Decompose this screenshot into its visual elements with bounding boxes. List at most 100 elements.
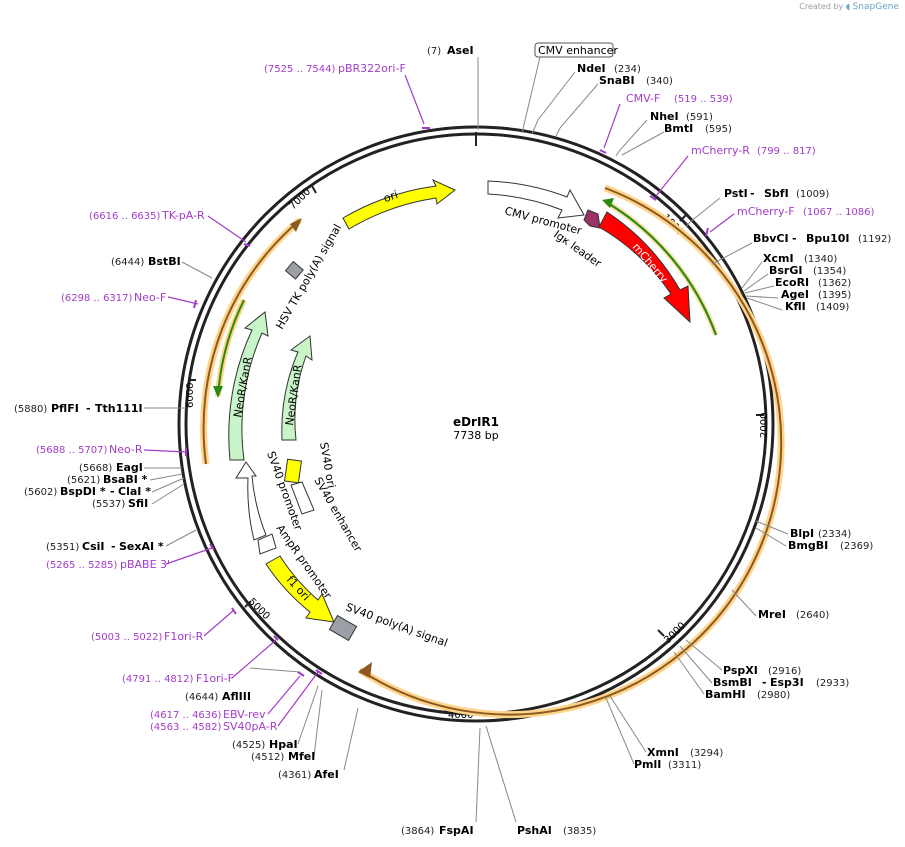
- svg-text:-: -: [86, 402, 91, 415]
- cds-outer-arrowhead: [358, 662, 372, 678]
- enzyme-pos: (595): [705, 124, 732, 135]
- enzyme-name: BsmBI: [713, 676, 752, 689]
- tick-mark-3000: [657, 629, 665, 637]
- primer-labels: (7525 .. 7544) pBR322ori-F CMV-F (519 ..…: [36, 62, 875, 733]
- primer-name: mCherry-F: [737, 205, 795, 218]
- mcherry-r-line: [655, 155, 689, 197]
- enzyme-name-2: Bpu10I: [806, 232, 850, 245]
- ageI-line: [745, 295, 779, 299]
- enzyme-pos: (1395): [818, 290, 851, 301]
- neo-f-mark: [193, 299, 197, 309]
- enzyme-pos: (6444): [111, 257, 144, 268]
- tick-label-2000: 2000: [759, 413, 770, 438]
- enzyme-pos: (7): [427, 46, 441, 57]
- pbabe3-line: [165, 547, 213, 565]
- enzyme-pos: (4512): [251, 752, 284, 763]
- igk-leader-feature: [583, 209, 601, 229]
- bspDI-line: [151, 477, 185, 493]
- f1ori-r-line: [203, 609, 235, 637]
- blpI-line: [755, 520, 789, 535]
- enzyme-pos: (3294): [690, 748, 723, 759]
- bamHI-line: [673, 651, 705, 695]
- nheI-line: [615, 119, 648, 157]
- enzyme-name: PshAI: [517, 824, 552, 837]
- sv40pa-r-line: [277, 671, 319, 727]
- enzyme-name: SnaBI: [599, 74, 635, 87]
- f1ori-f-mark: [273, 635, 279, 641]
- enzyme-name: EagI: [116, 461, 143, 474]
- aflIII-line: [249, 667, 301, 673]
- enzyme-name: NheI: [650, 110, 679, 123]
- svg-text:-: -: [110, 485, 115, 498]
- bstBI-line: [181, 261, 213, 279]
- ebv-rev-line: [267, 675, 301, 715]
- ecoRI-line: [744, 285, 775, 294]
- enzyme-pos: (5602): [24, 487, 57, 498]
- snapgene-logo-icon: ◖: [845, 2, 851, 11]
- enzyme-name: BsrGI: [769, 264, 802, 277]
- svg-text:-: -: [792, 232, 797, 245]
- cmv-enhancer-label-box: [534, 42, 614, 58]
- sv40-promoter-feature: [235, 461, 267, 541]
- ebv-rev-mark: [297, 671, 305, 677]
- svg-text:-: -: [762, 676, 767, 689]
- plasmid-name: eDrIR1: [453, 415, 499, 429]
- enzyme-name: KflI: [785, 300, 806, 313]
- tk-pa-r-mark: [243, 243, 251, 247]
- tk-pa-r-line: [207, 215, 247, 243]
- pbr322ori-f-line: [404, 74, 425, 125]
- primer-leader-lines: [143, 74, 735, 727]
- primer-range: (5003 .. 5022): [91, 632, 163, 643]
- bsrGI-line: [743, 273, 769, 292]
- primer-name: Neo-R: [109, 443, 143, 456]
- pshAI-line: [485, 725, 517, 823]
- enzyme-name: XcmI: [763, 252, 794, 265]
- mreI-line: [731, 589, 757, 617]
- cds-outer-arc-left-line: [202, 219, 301, 465]
- left-arc-arrowhead: [290, 218, 302, 232]
- bsaBI-line: [149, 473, 183, 481]
- pstI-line: [685, 197, 721, 228]
- enzyme-name: BmgBI: [788, 539, 828, 552]
- enzyme-name: BspDI *: [60, 485, 106, 498]
- afeI-line: [343, 707, 359, 771]
- primer-range: (4563 .. 4582): [150, 722, 222, 733]
- neo-kanr-feature-1: [228, 311, 269, 461]
- enzyme-name: FspAI: [439, 824, 474, 837]
- neo-r-line: [143, 449, 187, 453]
- primer-range: (7525 .. 7544): [264, 64, 336, 75]
- cmv-enhancer-leader: [521, 56, 541, 134]
- enzyme-name: BsaBI *: [103, 473, 148, 486]
- enzyme-name-2: Tth111I: [95, 402, 143, 415]
- primer-name: pBABE 3': [120, 558, 170, 571]
- sv40pa-r-mark: [315, 669, 323, 675]
- enzyme-name: NdeI: [577, 62, 606, 75]
- f1ori-r-mark: [231, 607, 237, 615]
- enzyme-pos: (2640): [796, 610, 829, 621]
- enzyme-pos: (4525): [232, 740, 265, 751]
- cds-outer-arc-right-line: [359, 187, 783, 716]
- primer-marks: [185, 127, 709, 677]
- bmtI-line: [621, 131, 665, 156]
- enzyme-pos: (3864): [401, 826, 434, 837]
- enzyme-pos: (5351): [46, 542, 79, 553]
- enzyme-name: AseI: [447, 44, 474, 57]
- enzyme-name: BbvCI: [753, 232, 789, 245]
- bbvCI-line: [711, 242, 753, 265]
- enzyme-name: AflIII: [222, 690, 251, 703]
- enzyme-pos: (1362): [818, 278, 851, 289]
- enzyme-name: XmnI: [647, 746, 679, 759]
- mcherry-r-mark: [649, 195, 657, 201]
- neo-kanr-feature-2: [281, 335, 313, 441]
- primer-range: (5265 .. 5285): [46, 560, 118, 571]
- primer-name: F1ori-F: [196, 672, 234, 685]
- enzyme-name: SexAI *: [119, 540, 164, 553]
- credit-brand: SnapGene: [852, 2, 899, 12]
- enzyme-pos: (5668): [79, 463, 112, 474]
- sv40-enhancer-feature: [290, 481, 315, 515]
- enzyme-pos: (340): [646, 76, 673, 87]
- enzyme-name: HpaI: [269, 738, 298, 751]
- cmv-f-mark: [599, 149, 607, 154]
- bmgBI-line: [755, 527, 787, 547]
- enzyme-pos: (2916): [768, 666, 801, 677]
